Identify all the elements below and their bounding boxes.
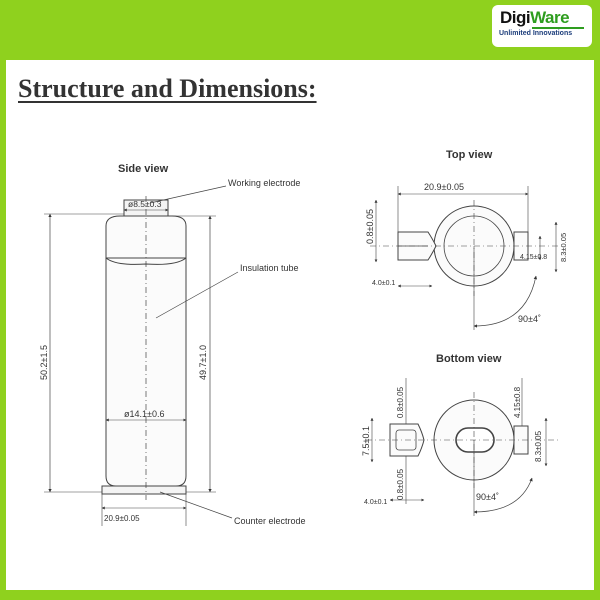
dim-bottom-width: 20.9±0.05 xyxy=(104,514,140,523)
brand-name: DigiWare xyxy=(500,8,570,28)
dim-top-diameter: ø8.5±0.3 xyxy=(128,199,162,209)
bottom-dim-angle: 90±4˚ xyxy=(476,492,499,502)
bottom-dim-right-outer: 8.3±0.05 xyxy=(534,430,543,462)
callout-insulation-tube: Insulation tube xyxy=(240,263,299,273)
brand-tagline: Unlimited Innovations xyxy=(499,30,573,37)
footer-band xyxy=(0,590,600,600)
bottom-dim-right-inner: 4.15±0.8 xyxy=(513,386,522,418)
top-dim-angle: 90±4˚ xyxy=(518,314,541,324)
top-dim-width: 20.9±0.05 xyxy=(424,182,464,192)
callout-working-electrode: Working electrode xyxy=(228,178,300,188)
top-view-heading: Top view xyxy=(446,149,493,161)
leader-working-electrode xyxy=(149,185,227,204)
dim-total-height: 50.2±1.5 xyxy=(39,345,49,380)
side-view: Side view 50.2±1.5 49.7±1.0 ø8.5±0.3 ø14… xyxy=(39,163,306,526)
counter-electrode-tab xyxy=(101,485,187,495)
dim-body-diameter: ø14.1±0.6 xyxy=(124,409,164,419)
side-view-heading: Side view xyxy=(118,163,169,175)
brand-logo: DigiWare Unlimited Innovations xyxy=(492,5,592,47)
top-dim-right-outer: 8.3±0.05 xyxy=(559,233,568,262)
brand-name-part1: Digi xyxy=(500,8,531,27)
bottom-view: Bottom view 7.5±0.1 0.8±0.05 0.8±0.05 4.… xyxy=(361,353,560,516)
brand-underline xyxy=(532,27,584,29)
bottom-dim-top-small: 0.8±0.05 xyxy=(396,386,405,418)
bottom-dim-offset: 4.0±0.1 xyxy=(364,499,387,506)
bottom-view-angle-arc xyxy=(473,477,533,514)
brand-name-part2: Ware xyxy=(530,8,570,27)
leader-insulation-tube xyxy=(155,271,239,319)
bottom-dim-bottom-small: 0.8±0.05 xyxy=(396,468,405,500)
top-dim-left-height: 0.8±0.05 xyxy=(365,209,375,244)
dim-body-height: 49.7±1.0 xyxy=(198,345,208,380)
page-title: Structure and Dimensions: xyxy=(18,74,317,103)
bottom-view-heading: Bottom view xyxy=(436,353,502,365)
bottom-dim-left-height: 7.5±0.1 xyxy=(361,426,371,456)
top-dim-offset: 4.0±0.1 xyxy=(372,280,395,287)
callout-counter-electrode: Counter electrode xyxy=(234,516,306,526)
leader-counter-electrode xyxy=(159,491,233,519)
top-view-angle-arc xyxy=(473,275,538,328)
top-dim-right-inner: 4.15±0.8 xyxy=(520,254,547,261)
top-view: Top view 20.9±0.05 0.8±0.05 8.3±0.05 4.1… xyxy=(365,149,568,330)
